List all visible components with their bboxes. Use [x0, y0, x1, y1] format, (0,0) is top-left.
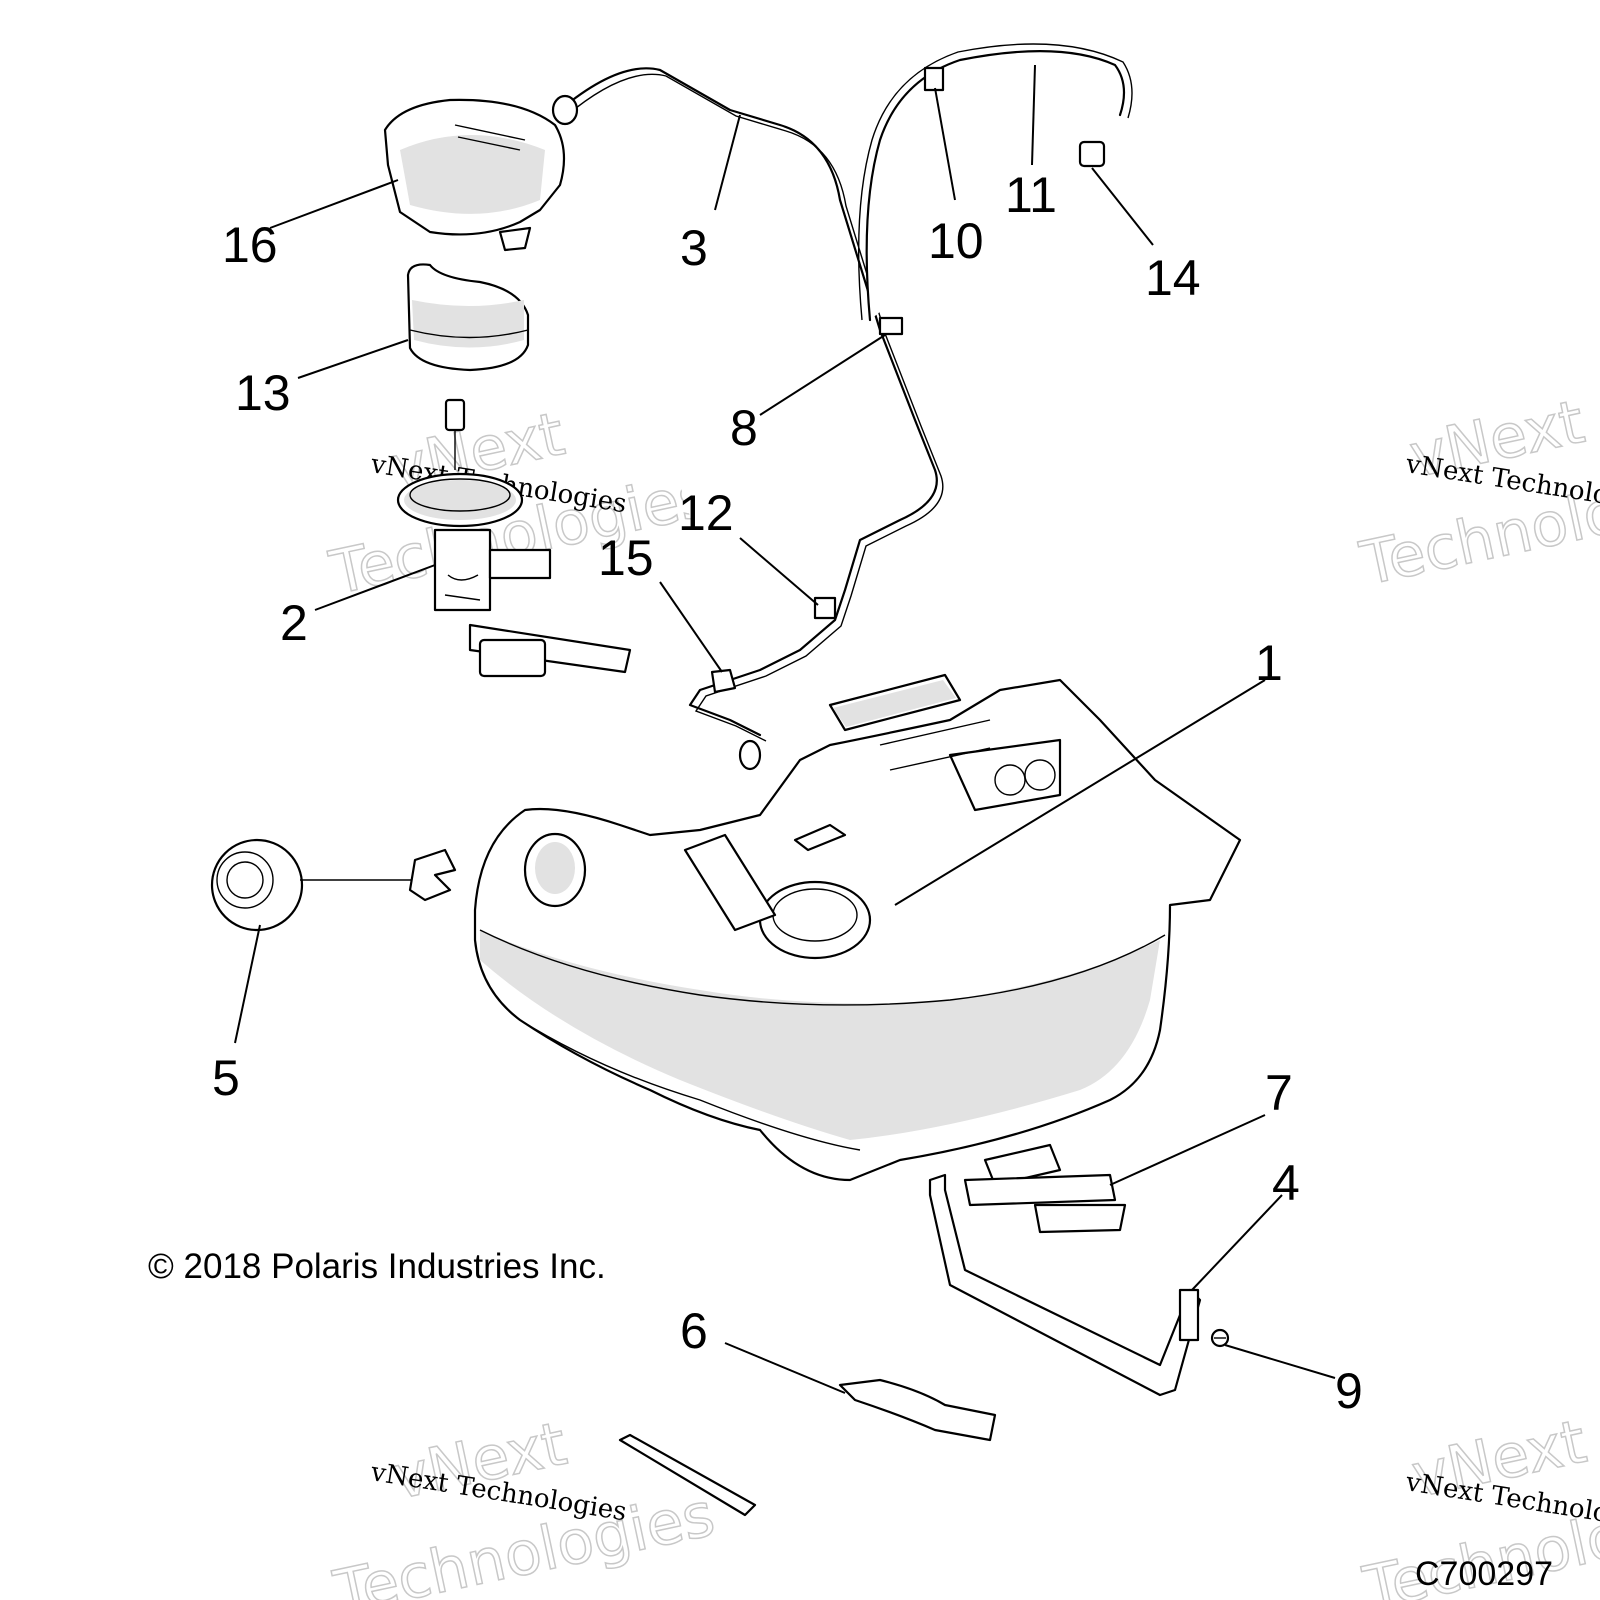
pump-guard-icon	[383, 98, 566, 252]
pump-cover-icon	[406, 263, 530, 372]
callout-1: 1	[1255, 635, 1283, 691]
leader-5	[234, 924, 261, 1044]
tank-strap-icon	[928, 1173, 1202, 1397]
leader-1	[894, 679, 1266, 906]
callout-14: 14	[1145, 250, 1201, 306]
callout-15: 15	[598, 530, 654, 586]
leader-8	[759, 334, 886, 416]
fuel-tank-icon	[473, 673, 1242, 1182]
leader-3	[714, 114, 741, 211]
callout-labels: 1 2 3 4 5 6 7 8 9 10 11 12 13 14 15 16	[212, 167, 1363, 1419]
fuel-line-icon	[551, 67, 944, 771]
leader-9	[1224, 1344, 1336, 1379]
leader-14	[1091, 167, 1154, 246]
leader-2	[314, 564, 436, 611]
leader-15	[659, 581, 723, 673]
diagram-code: C700297	[1415, 1555, 1553, 1593]
vent-valve-icon	[1078, 140, 1106, 168]
callout-13: 13	[235, 365, 291, 421]
fuel-cap-icon	[210, 838, 457, 932]
callout-12: 12	[678, 485, 734, 541]
clip-12-icon	[813, 596, 837, 620]
callout-8: 8	[730, 400, 758, 456]
leader-11	[1031, 64, 1036, 166]
callout-10: 10	[928, 213, 984, 269]
fuel-pump-assembly-icon	[396, 398, 632, 678]
callout-16: 16	[222, 217, 278, 273]
vent-hose-icon	[857, 43, 1133, 322]
pad-7-icon	[963, 1143, 1127, 1234]
clip-15-icon	[710, 668, 737, 694]
foam-pad-icon	[618, 1378, 997, 1517]
callout-4: 4	[1272, 1155, 1300, 1211]
clip-10-icon	[923, 66, 945, 92]
callout-11: 11	[1005, 167, 1057, 223]
callout-9: 9	[1335, 1363, 1363, 1419]
copyright-text: © 2018 Polaris Industries Inc.	[148, 1247, 606, 1286]
leader-16	[269, 179, 399, 229]
leader-13	[297, 339, 409, 379]
callout-7: 7	[1265, 1065, 1293, 1121]
callout-6: 6	[680, 1303, 708, 1359]
leader-lines	[234, 64, 1336, 1394]
clip-8-icon	[878, 316, 904, 336]
leader-12	[739, 537, 819, 606]
callout-5: 5	[212, 1050, 240, 1106]
strap-bracket	[1178, 1288, 1200, 1342]
leader-7	[1109, 1114, 1266, 1186]
screw-icon	[1210, 1328, 1230, 1348]
callout-3: 3	[680, 220, 708, 276]
leader-4	[1191, 1194, 1283, 1291]
leader-10	[934, 87, 956, 201]
callout-2: 2	[280, 595, 308, 651]
leader-6	[724, 1342, 846, 1394]
